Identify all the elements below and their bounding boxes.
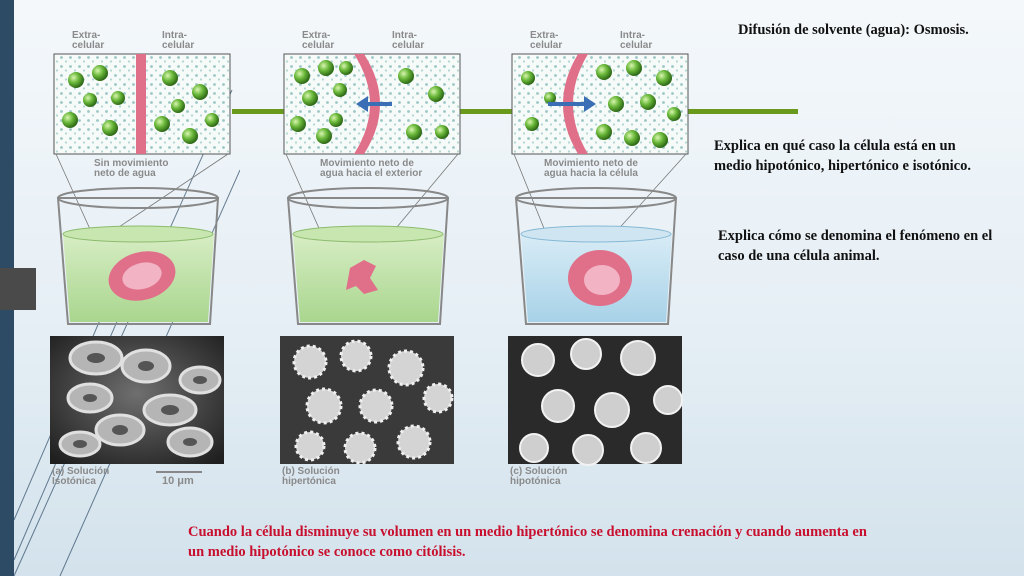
panel-hypertonic: Extra-celular Intra-celular Movimiento n…: [280, 30, 461, 487]
panel-isotonic: Extra-celular Intra-celular Sin movimien…: [50, 30, 231, 487]
extra-label: Extra-celular: [72, 30, 104, 51]
crenated-cells: [292, 339, 454, 465]
extra-label: Extra-celular: [530, 30, 562, 51]
arrow-outward: [356, 96, 392, 112]
beaker: [56, 187, 220, 325]
slide-title: Difusión de solvente (agua): Osmosis.: [738, 22, 969, 38]
panel-hypotonic: Extra-celular Intra-celular Movimiento n…: [508, 30, 689, 487]
question-2: Explica cómo se denomina el fenómeno en …: [718, 228, 993, 264]
accent-line-segment-3: [686, 109, 798, 114]
intra-label: Intra-celular: [162, 30, 194, 51]
scale-label: 10 μm: [162, 475, 194, 487]
arrow-inward: [548, 96, 596, 112]
solute-particles: [62, 65, 219, 144]
question-1: Explica en qué caso la célula está en un…: [714, 138, 971, 174]
solute-particles: [521, 60, 681, 148]
accent-line-segment-2: [458, 109, 512, 114]
intra-label: Intra-celular: [620, 30, 652, 51]
swollen-cells: [519, 338, 683, 466]
cell-membrane: [136, 54, 146, 154]
beaker: [514, 187, 678, 325]
cell-membrane: [563, 54, 588, 154]
intra-label: Intra-celular: [392, 30, 424, 51]
left-accent-notch: [0, 268, 36, 310]
osmosis-figure: Extra-celular Intra-celular Sin movimien…: [50, 30, 689, 487]
solute-particles: [290, 60, 449, 144]
cell-membrane: [354, 54, 380, 154]
beaker: [286, 187, 450, 325]
extra-label: Extra-celular: [302, 30, 334, 51]
note-text: Cuando la célula disminuye su volumen en…: [188, 524, 867, 560]
accent-line-segment-1: [232, 109, 286, 114]
